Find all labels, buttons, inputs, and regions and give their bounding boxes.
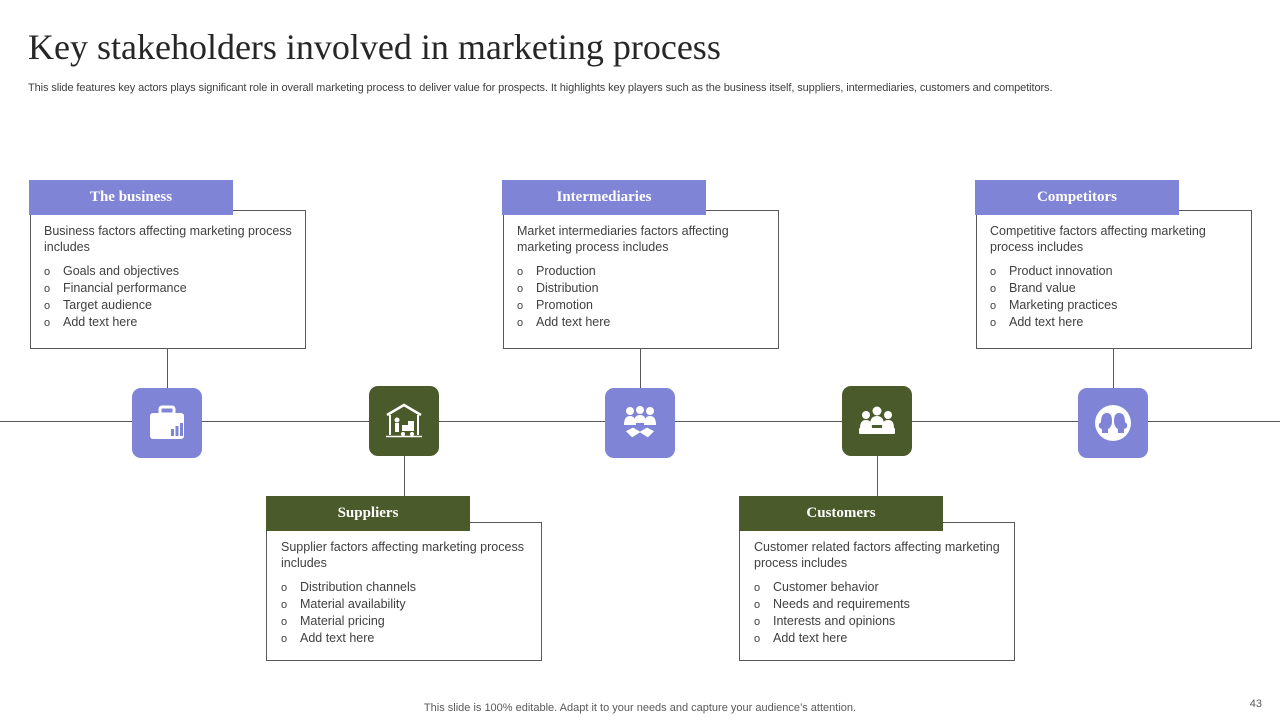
business-intro: Business factors affecting marketing pro…: [44, 224, 292, 254]
bullet: o: [754, 599, 761, 611]
list-item: o Target audience: [44, 297, 187, 314]
list-item-text: Financial performance: [63, 281, 187, 295]
list-item: o Distribution: [517, 280, 610, 297]
bullet: o: [44, 317, 51, 329]
suppliers-header: Suppliers: [266, 496, 470, 531]
suppliers-icon-tile: [369, 386, 439, 456]
list-item: o Distribution channels: [281, 579, 416, 596]
competitors-intro: Competitive factors affecting marketing …: [990, 224, 1206, 254]
list-item-text: Add text here: [536, 315, 611, 329]
list-item-text: Add text here: [773, 631, 848, 645]
bullet: o: [754, 582, 761, 594]
list-item: o Financial performance: [44, 280, 187, 297]
list-item-text: Customer behavior: [773, 580, 879, 594]
list-item-text: Interests and opinions: [773, 614, 896, 628]
business-icon-tile: [132, 388, 202, 458]
slide-title: Key stakeholders involved in marketing p…: [28, 27, 721, 67]
list-item-text: Promotion: [536, 298, 593, 312]
customers-header: Customers: [739, 496, 943, 531]
connector-suppliers: [404, 456, 405, 496]
list-item-text: Production: [536, 264, 596, 278]
slide-footer: This slide is 100% editable. Adapt it to…: [423, 702, 857, 714]
intermediaries-intro: Market intermediaries factors affecting …: [517, 224, 729, 254]
competitors-card: Competitive factors affecting marketing …: [976, 210, 1252, 349]
list-item-text: Needs and requirements: [773, 597, 910, 611]
connector-intermediaries: [640, 348, 641, 388]
bullet: o: [281, 616, 288, 628]
bullet: o: [517, 266, 524, 278]
list-item-text: Material availability: [300, 597, 406, 611]
list-item: o Promotion: [517, 297, 610, 314]
bullet: o: [44, 283, 51, 295]
list-item-text: Add text here: [300, 631, 375, 645]
competitors-icon-tile: [1078, 388, 1148, 458]
list-item-text: Goals and objectives: [63, 264, 180, 278]
slide-subtitle: This slide features key actors plays sig…: [28, 82, 1053, 94]
list-item: o Product innovation: [990, 263, 1117, 280]
list-item-text: Distribution channels: [300, 580, 417, 594]
business-card: Business factors affecting marketing pro…: [30, 210, 306, 349]
list-item-text: Brand value: [1009, 281, 1076, 295]
suppliers-card: Supplier factors affecting marketing pro…: [266, 522, 542, 661]
suppliers-intro: Supplier factors affecting marketing pro…: [281, 540, 524, 570]
connector-business: [167, 348, 168, 388]
bullet: o: [754, 633, 761, 645]
competitors-header: Competitors: [975, 180, 1179, 215]
list-item-text: Add text here: [63, 315, 138, 329]
bullet: o: [990, 266, 997, 278]
bullet: o: [517, 317, 524, 329]
list-item: o Material availability: [281, 596, 416, 613]
list-item-text: Product innovation: [1009, 264, 1113, 278]
briefcase-chart-icon: [150, 405, 184, 439]
bullet: o: [281, 582, 288, 594]
list-item: o Brand value: [990, 280, 1117, 297]
bullet: o: [281, 633, 288, 645]
list-item-text: Material pricing: [300, 614, 385, 628]
list-item: o Add text here: [754, 630, 910, 647]
intermediaries-icon-tile: [605, 388, 675, 458]
customers-icon-tile: [842, 386, 912, 456]
bullet: o: [754, 616, 761, 628]
page-number: 43: [1249, 698, 1262, 710]
list-item: o Marketing practices: [990, 297, 1117, 314]
list-item: o Add text here: [517, 314, 610, 331]
list-item-text: Marketing practices: [1009, 298, 1118, 312]
bullet: o: [281, 599, 288, 611]
list-item: o Interests and opinions: [754, 613, 910, 630]
bullet: o: [990, 283, 997, 295]
list-item: o Needs and requirements: [754, 596, 910, 613]
intermediaries-header: Intermediaries: [502, 180, 706, 215]
list-item-text: Add text here: [1009, 315, 1084, 329]
list-item: o Add text here: [990, 314, 1117, 331]
bullet: o: [990, 317, 997, 329]
bullet: o: [990, 300, 997, 312]
connector-competitors: [1113, 348, 1114, 388]
bullet: o: [44, 266, 51, 278]
list-item: o Add text here: [281, 630, 416, 647]
handshake-team-icon: [624, 406, 656, 439]
bullet: o: [44, 300, 51, 312]
bullet: o: [517, 300, 524, 312]
list-item-text: Target audience: [63, 298, 152, 312]
list-item: o Add text here: [44, 314, 187, 331]
business-header: The business: [29, 180, 233, 215]
customers-card: Customer related factors affecting marke…: [739, 522, 1015, 661]
customers-intro: Customer related factors affecting marke…: [754, 540, 1000, 570]
list-item: o Material pricing: [281, 613, 416, 630]
two-heads-icon: [1095, 405, 1131, 441]
warehouse-delivery-icon: [386, 403, 422, 438]
list-item: o Production: [517, 263, 610, 280]
list-item: o Customer behavior: [754, 579, 910, 596]
list-item-text: Distribution: [536, 281, 599, 295]
list-item: o Goals and objectives: [44, 263, 187, 280]
meeting-group-icon: [859, 406, 895, 434]
intermediaries-card: Market intermediaries factors affecting …: [503, 210, 779, 349]
bullet: o: [517, 283, 524, 295]
connector-customers: [877, 456, 878, 496]
